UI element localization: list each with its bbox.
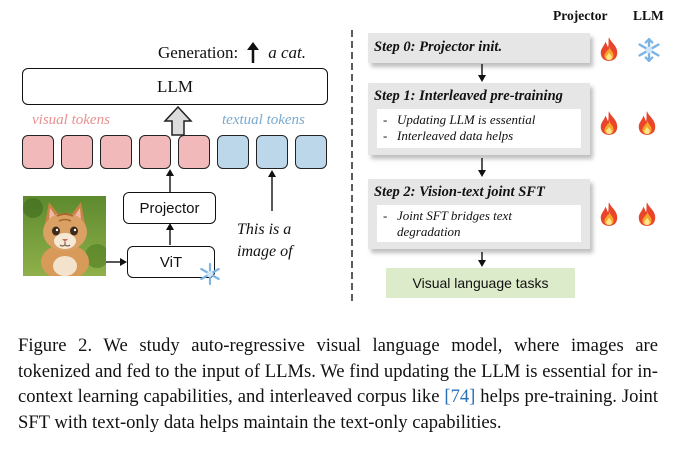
visual-token (100, 135, 132, 169)
visual-language-tasks-label: Visual language tasks (412, 275, 549, 291)
text-input-line: image of (237, 243, 293, 260)
kitten-image (23, 196, 106, 276)
textual-token (295, 135, 327, 169)
visual-tokens-label: visual tokens (32, 112, 110, 128)
bullet-text: Updating LLM is essential (397, 112, 536, 127)
diagram-connectors (106, 169, 276, 266)
bullet-text: Joint SFT bridges text degradation (397, 208, 512, 239)
projector-column-label: Projector (553, 8, 608, 23)
generation-label: Generation: (158, 43, 239, 62)
textual-token (256, 135, 288, 169)
citation-link[interactable]: [74] (444, 386, 476, 407)
text-input: This is a image of (237, 219, 293, 263)
visual-token (22, 135, 54, 169)
llm-box: LLM (22, 68, 328, 105)
bullet-item: -Joint SFT bridges text degradation (383, 208, 577, 240)
step-1-title: Step 1: Interleaved pre-training (374, 88, 563, 104)
section-divider (351, 30, 353, 302)
up-arrow-icon (247, 42, 260, 63)
bullet-item: -Interleaved data helps (383, 128, 514, 143)
projector-box: Projector (123, 192, 216, 224)
fire-icon (636, 201, 658, 227)
fire-icon (636, 110, 658, 136)
figure-caption: Figure 2. We study auto-regressive visua… (18, 333, 658, 435)
generation-output: a cat. (268, 43, 307, 62)
step-1-box: Step 1: Interleaved pre-training -Updati… (368, 83, 590, 155)
step-2-title: Step 2: Vision-text joint SFT (374, 184, 545, 200)
visual-token (178, 135, 210, 169)
visual-token (61, 135, 93, 169)
fire-icon (598, 201, 620, 227)
snowflake-icon (636, 37, 662, 63)
step-0-box: Step 0: Projector init. (368, 33, 590, 63)
fire-icon (598, 110, 620, 136)
pipeline-arrows (478, 64, 486, 267)
step-2-box: Step 2: Vision-text joint SFT -Joint SFT… (368, 179, 590, 249)
llm-box-label: LLM (157, 76, 193, 96)
fire-icon (598, 36, 620, 62)
caption-text: Figure 2. We study auto-regressive visua… (18, 335, 658, 407)
visual-language-tasks-box: Visual language tasks (386, 268, 575, 298)
step-0-title: Step 0: Projector init. (374, 39, 503, 55)
caption-text: helps pre-training. Joint SFT with text-… (18, 386, 658, 433)
step-1-details: -Updating LLM is essential -Interleaved … (377, 109, 581, 148)
textual-tokens-label: textual tokens (222, 112, 305, 128)
vit-box: ViT (127, 246, 215, 278)
generation-line: Generation: a cat. (158, 42, 306, 64)
bullet-text: Interleaved data helps (397, 128, 514, 143)
visual-token (139, 135, 171, 169)
snowflake-icon (200, 262, 220, 286)
vit-box-label: ViT (159, 253, 183, 271)
bullet-item: -Updating LLM is essential (383, 112, 536, 127)
projector-box-label: Projector (139, 199, 200, 217)
hollow-up-arrow-icon (163, 106, 193, 136)
step-2-details: -Joint SFT bridges text degradation (377, 205, 581, 242)
textual-token (217, 135, 249, 169)
text-input-line: This is a (237, 221, 292, 238)
llm-column-label: LLM (633, 8, 664, 23)
